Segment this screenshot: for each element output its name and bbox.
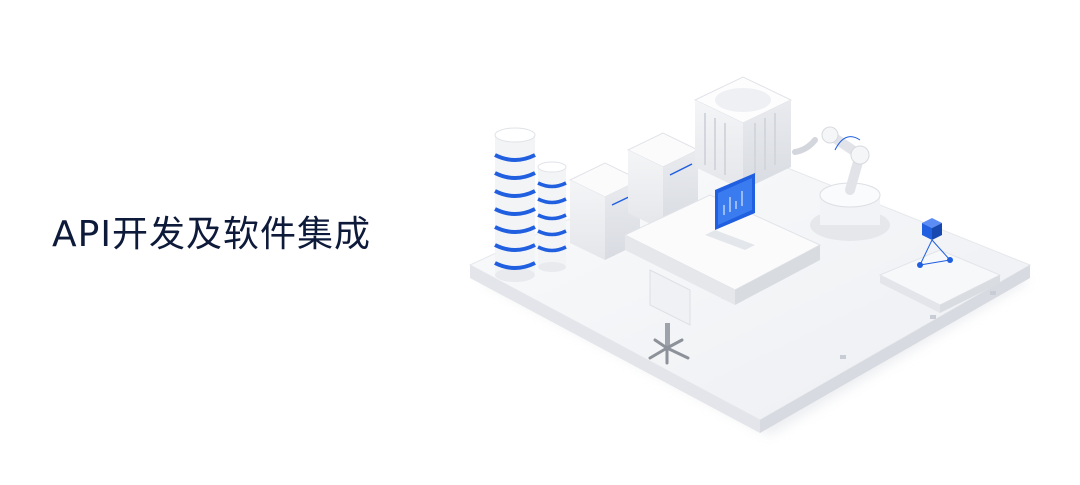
desk — [623, 194, 822, 305]
database-stack-icon — [494, 127, 567, 282]
cube-network-icon — [878, 218, 1002, 313]
office-chair-icon — [648, 269, 691, 365]
laptop-icon — [705, 173, 755, 250]
server-box-icon — [568, 76, 793, 260]
robot-arm-icon — [792, 126, 890, 241]
isometric-illustration — [468, 76, 1032, 435]
page-title: API开发及软件集成 — [52, 214, 371, 255]
